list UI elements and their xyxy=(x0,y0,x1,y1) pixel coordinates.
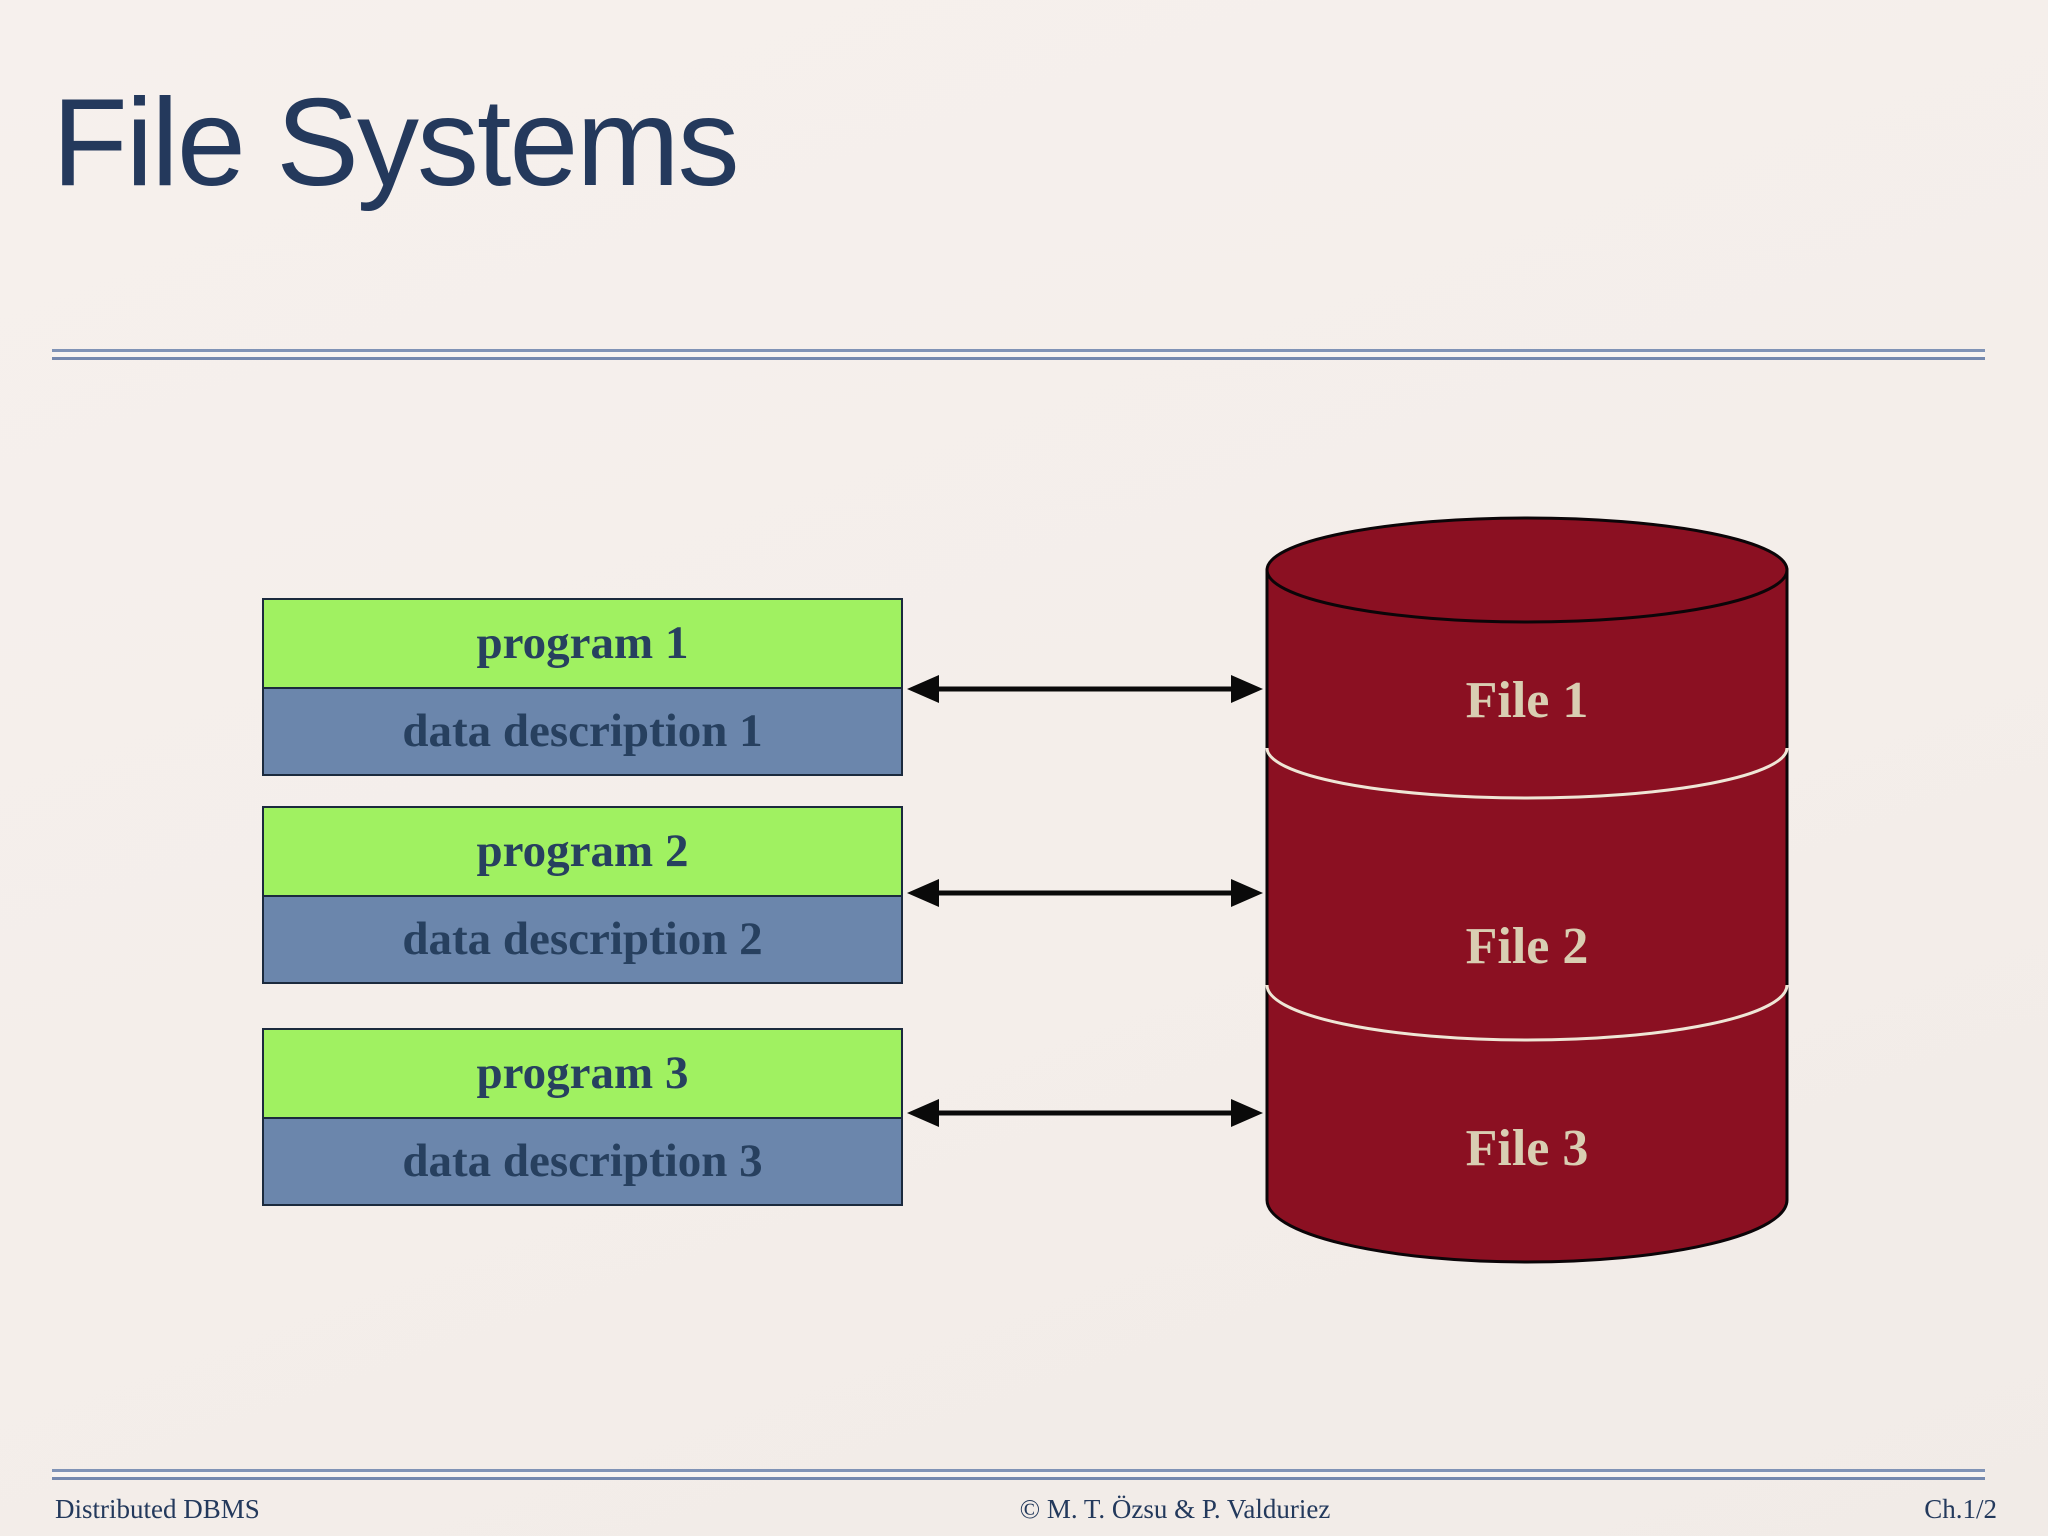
data-description-3-section: data description 3 xyxy=(264,1119,901,1204)
data-description-2-label: data description 2 xyxy=(402,913,763,965)
arrow-left-head-icon xyxy=(907,675,939,703)
cylinder-body xyxy=(1265,568,1789,1264)
program-1-label: program 1 xyxy=(476,617,689,669)
program-3-box: program 3 data description 3 xyxy=(262,1028,903,1206)
data-description-2-section: data description 2 xyxy=(264,897,901,982)
arrow-right-head-icon xyxy=(1231,675,1263,703)
connector-arrow-2 xyxy=(907,879,1263,907)
program-1-box: program 1 data description 1 xyxy=(262,598,903,776)
program-2-label: program 2 xyxy=(476,825,689,877)
program-1-section: program 1 xyxy=(264,600,901,689)
file-3-label: File 3 xyxy=(1466,1120,1589,1177)
arrow-left-head-icon xyxy=(907,1099,939,1127)
slide-title: File Systems xyxy=(52,74,740,212)
arrow-left-head-icon xyxy=(907,879,939,907)
file-2-label: File 2 xyxy=(1466,918,1589,975)
connector-arrow-3 xyxy=(907,1099,1263,1127)
data-description-3-label: data description 3 xyxy=(402,1135,763,1187)
cylinder-divider-1 xyxy=(1265,747,1789,800)
file-1-label: File 1 xyxy=(1466,672,1589,729)
footer-copyright: © M. T. Özsu & P. Valduriez xyxy=(1019,1494,1331,1524)
program-2-box: program 2 data description 2 xyxy=(262,806,903,984)
data-description-1-section: data description 1 xyxy=(264,689,901,774)
footer-divider-rule xyxy=(52,1469,1985,1480)
program-3-label: program 3 xyxy=(476,1047,689,1099)
cylinder-top xyxy=(1265,516,1789,624)
connector-arrow-1 xyxy=(907,675,1263,703)
program-3-section: program 3 xyxy=(264,1030,901,1119)
data-description-1-label: data description 1 xyxy=(402,705,763,757)
cylinder-divider-2 xyxy=(1265,984,1789,1042)
title-divider-rule xyxy=(52,349,1985,360)
arrow-right-head-icon xyxy=(1231,1099,1263,1127)
program-2-section: program 2 xyxy=(264,808,901,897)
footer-book-title: Distributed DBMS xyxy=(55,1494,260,1524)
database-cylinder-icon: File 1 File 2 File 3 xyxy=(1265,516,1789,1264)
footer-page-number: Ch.1/2 xyxy=(1924,1494,1997,1524)
arrow-right-head-icon xyxy=(1231,879,1263,907)
